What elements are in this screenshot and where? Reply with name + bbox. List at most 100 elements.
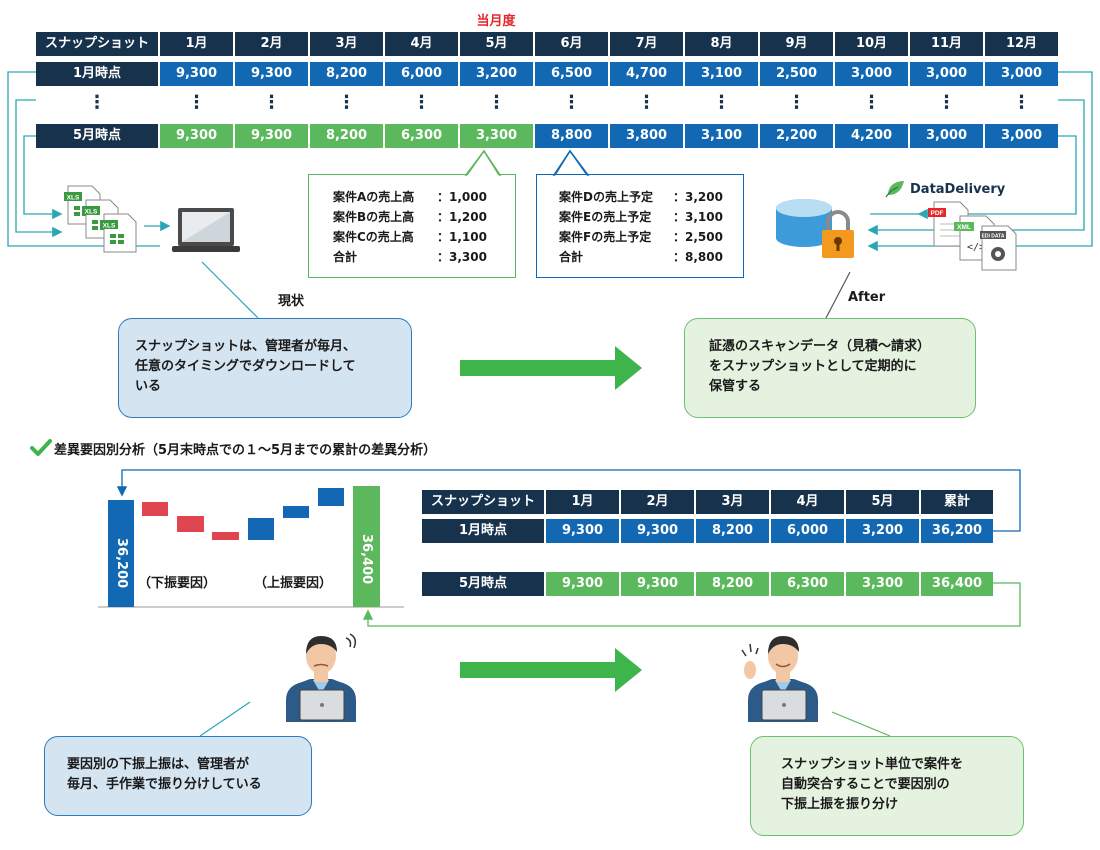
ellipsis-row-marker: ⋮	[937, 92, 956, 113]
table-cell: 3,200	[460, 62, 533, 86]
callout-item-name: 合計	[559, 250, 584, 264]
table-cell: 4,200	[835, 124, 908, 148]
waterfall-end-value: 36,400	[359, 534, 374, 585]
callout-line: 案件Aの売上高：1,000	[333, 187, 515, 207]
callout-line: 案件Eの売上予定：3,100	[559, 207, 743, 227]
waterfall-start-bar	[108, 500, 134, 607]
laptop-icon	[170, 206, 242, 258]
table-cell: 6,000	[771, 519, 844, 543]
waterfall-up-label: （上振要因）	[254, 576, 333, 591]
table-cell: 6,000	[385, 62, 458, 86]
connector-line	[7, 71, 160, 247]
waterfall-down-bar	[142, 502, 168, 516]
column-header-month: 7月	[610, 32, 683, 56]
ellipsis-row-marker: ⋮	[637, 92, 656, 113]
callout-item-value: ：1,200	[437, 210, 487, 224]
callout-item-value: ：3,300	[437, 250, 487, 264]
ellipsis-row-marker: ⋮	[187, 92, 206, 113]
row-label-jan: 1月時点	[36, 62, 158, 86]
row-label-may: 5月時点	[36, 124, 158, 148]
connector-line	[362, 582, 1021, 627]
table-cell: 3,000	[835, 62, 908, 86]
pointer-line	[199, 701, 251, 737]
table-cell: 8,200	[696, 519, 769, 543]
callout-line: 案件Cの売上高 ：1,100	[333, 227, 515, 247]
bubble-manual: 要因別の下振上振は、管理者が 毎月、手作業で振り分けしている	[44, 736, 312, 816]
column-header-month: 1月	[546, 490, 619, 514]
pointer-line	[201, 261, 259, 319]
column-header-month: 4月	[385, 32, 458, 56]
ellipsis-row-marker: ⋮	[1012, 92, 1031, 113]
callout-item-value: ：1,100	[437, 230, 487, 244]
xls-file-stack: XLS XLS XLS	[62, 182, 142, 262]
section-title-row: 差異要因別分析（5月末時点での１〜5月までの累計の差異分析）	[30, 438, 436, 458]
left-connectors	[7, 71, 171, 247]
xls-label-1: XLS	[67, 195, 80, 202]
pointer-line	[825, 271, 851, 319]
table-cell: 6,500	[535, 62, 608, 86]
table-cell: 9,300	[235, 124, 308, 148]
table-cell: 4,700	[610, 62, 683, 86]
table-cell: 3,300	[846, 572, 919, 596]
column-header-month: 9月	[760, 32, 833, 56]
column-header-snapshot: スナップショット	[422, 490, 544, 514]
waterfall-up-bar	[283, 506, 309, 518]
big-arrow-bottom	[460, 648, 642, 692]
ellipsis-row-marker: ⋮	[712, 92, 731, 113]
callout-line: 案件Fの売上予定：2,500	[559, 227, 743, 247]
label-after: After	[848, 290, 886, 305]
ellipsis-row-marker: ⋮	[487, 92, 506, 113]
table-cell: 3,100	[685, 124, 758, 148]
column-header-month: 5月	[460, 32, 533, 56]
ellipsis-row-marker: ⋮	[562, 92, 581, 113]
row-label-jan: 1月時点	[422, 519, 544, 543]
xls-file-icon: XLS XLS XLS	[64, 185, 137, 253]
xml-label: XML	[957, 224, 971, 231]
ellipsis-row-marker: ⋮	[862, 92, 881, 113]
worried-manager-illustration	[276, 630, 366, 722]
waterfall-down-bar	[212, 532, 239, 540]
table-cell: 9,300	[621, 572, 694, 596]
table-cell: 8,800	[535, 124, 608, 148]
callout-line: 案件Bの売上高：1,200	[333, 207, 515, 227]
bubble-current: スナップショットは、管理者が毎月、 任意のタイミングでダウンロードして いる	[118, 318, 412, 418]
table-cell: 9,300	[160, 124, 233, 148]
table-cell: 2,500	[760, 62, 833, 86]
callout-item-value: ：2,500	[673, 230, 723, 244]
big-arrow-top	[460, 346, 642, 390]
check-icon	[30, 439, 52, 456]
column-header-month: 3月	[310, 32, 383, 56]
connector-line	[15, 99, 63, 238]
table-cell: 8,200	[696, 572, 769, 596]
column-header-month: 2月	[235, 32, 308, 56]
callout-item-name: 案件Cの売上高	[333, 230, 414, 244]
callout-item-value: ：3,100	[673, 210, 723, 224]
table-cell: 6,300	[771, 572, 844, 596]
ellipsis-row-marker: ⋮	[88, 92, 106, 113]
pointer-line	[831, 711, 891, 737]
waterfall-start-value: 36,200	[114, 538, 129, 589]
callout-line: 案件Dの売上予定：3,200	[559, 187, 743, 207]
secure-database-icon	[774, 196, 864, 268]
waterfall-up-bar	[318, 488, 344, 506]
table-cell: 3,100	[685, 62, 758, 86]
leaf-icon	[885, 181, 904, 198]
waterfall-down-bar	[177, 516, 204, 532]
column-header-month: 10月	[835, 32, 908, 56]
table-cell: 3,800	[610, 124, 683, 148]
waterfall-up-bar	[248, 518, 274, 540]
table-cell: 9,300	[160, 62, 233, 86]
ellipsis-row-marker: ⋮	[337, 92, 356, 113]
table-cell: 3,000	[910, 62, 983, 86]
table-cell: 8,200	[310, 62, 383, 86]
table-cell: 3,000	[910, 124, 983, 148]
current-month-label: 当月度	[476, 14, 516, 29]
column-header-month: 8月	[685, 32, 758, 56]
row-label-may: 5月時点	[422, 572, 544, 596]
table-cell: 9,300	[621, 519, 694, 543]
xls-label-2: XLS	[85, 209, 98, 216]
